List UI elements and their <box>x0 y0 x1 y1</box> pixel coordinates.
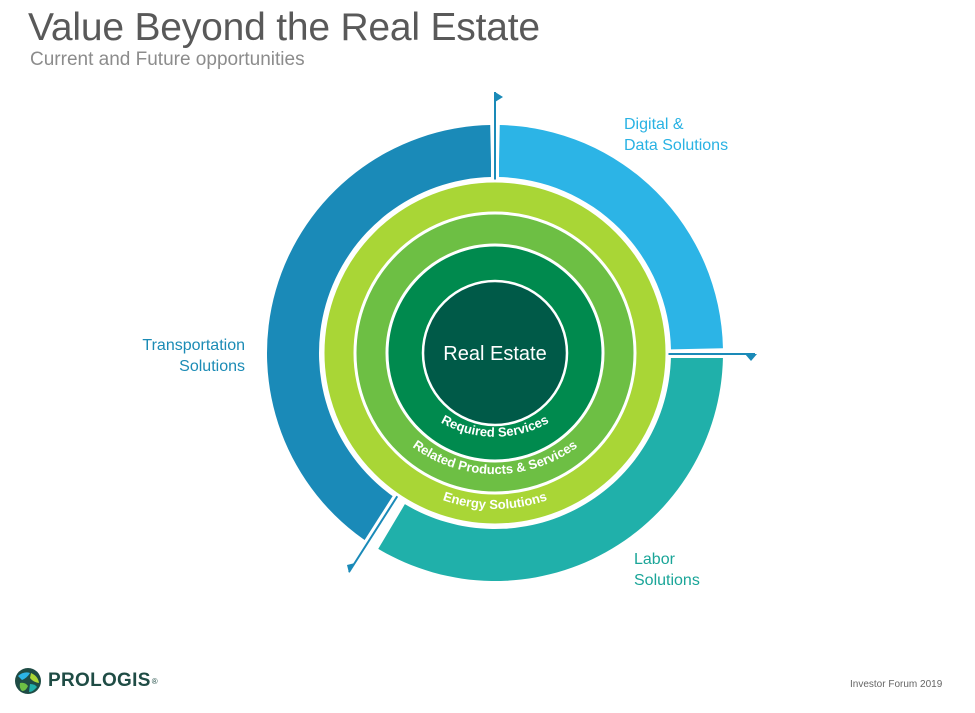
center-label: Real Estate <box>443 343 546 365</box>
pointer-right-icon <box>665 350 757 361</box>
label-transportation: Transportation Solutions <box>142 337 245 375</box>
label-digital-data: Digital & Data Solutions <box>624 116 729 154</box>
segment-transportation <box>267 125 492 544</box>
center-real-estate <box>421 279 569 427</box>
pointer-top-icon <box>491 92 503 180</box>
segment-labor <box>378 356 723 581</box>
label-labor: Labor Solutions <box>634 551 700 589</box>
footer-event: Investor Forum 2019 <box>850 679 943 690</box>
logo-wordmark: PROLOGIS <box>48 670 151 691</box>
prologis-logo: PROLOGIS® <box>14 667 158 695</box>
page-title: Value Beyond the Real Estate <box>28 6 540 49</box>
segment-digital-data <box>498 125 723 350</box>
logo-registered: ® <box>151 676 158 686</box>
prologis-globe-icon <box>15 668 41 694</box>
pointer-bottom-left-icon <box>345 489 404 575</box>
page-subtitle: Current and Future opportunities <box>30 49 305 70</box>
